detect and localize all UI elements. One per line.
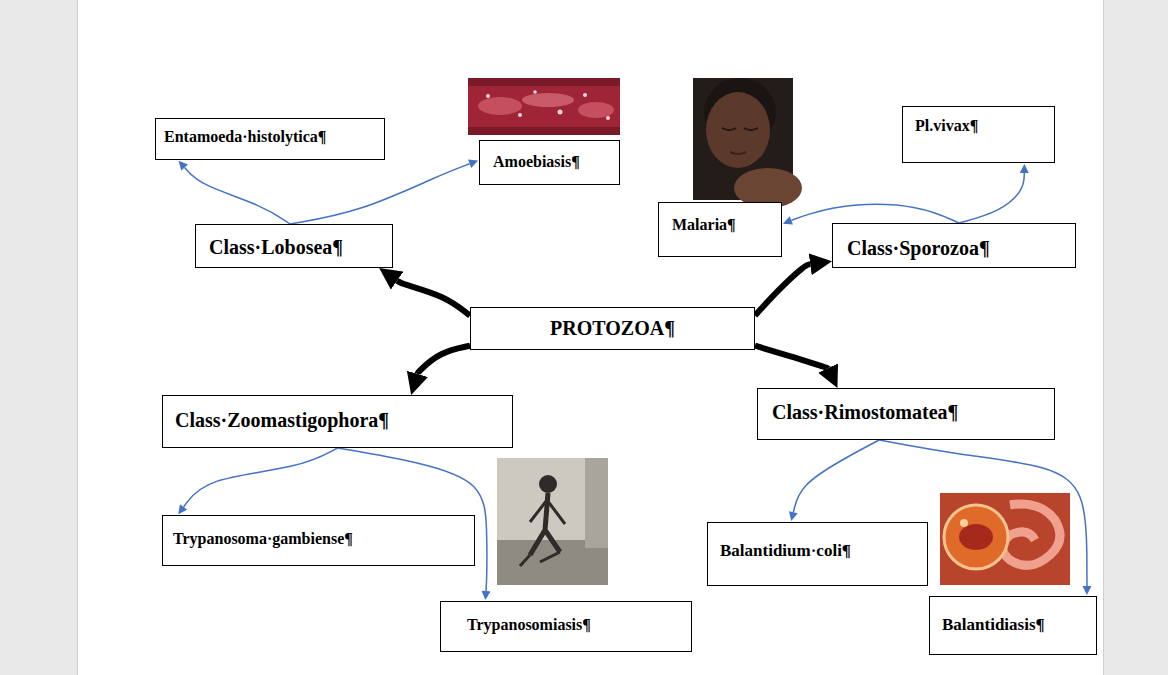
node-label: PROTOZOA¶ bbox=[550, 317, 675, 340]
species-box: Trypanosoma·gambiense¶ bbox=[162, 515, 475, 566]
mouth bbox=[730, 152, 746, 154]
node-label: Balantidium·coli¶ bbox=[720, 541, 851, 561]
class-box: Class·Sporozoa¶ bbox=[832, 223, 1076, 268]
node-label: Balantidiasis¶ bbox=[942, 615, 1045, 635]
page-edge bbox=[77, 0, 78, 675]
branch-arrow bbox=[397, 281, 470, 316]
branch-arrow bbox=[417, 346, 470, 374]
photo-ground bbox=[497, 458, 608, 585]
link-arrow bbox=[184, 448, 338, 507]
link-arrow bbox=[793, 440, 879, 512]
photo-ground bbox=[468, 78, 620, 135]
figure-arm bbox=[530, 500, 565, 524]
figure-head bbox=[539, 475, 557, 493]
disease-box: Malaria¶ bbox=[658, 202, 782, 257]
node-label: Trypanosomiasis¶ bbox=[467, 616, 591, 634]
parasite-vacuole bbox=[960, 519, 968, 527]
node-label: Class·Zoomastigophora¶ bbox=[175, 409, 389, 432]
node-label: Class·Sporozoa¶ bbox=[847, 237, 990, 260]
disease-box: Balantidiasis¶ bbox=[929, 596, 1097, 655]
mucosa-fold bbox=[578, 102, 614, 118]
intestine-photo bbox=[468, 78, 620, 135]
parasite-cell bbox=[944, 505, 1008, 569]
ulcer-spot bbox=[558, 110, 563, 115]
node-label: Class·Rimostomatea¶ bbox=[772, 401, 958, 424]
photo-edge bbox=[468, 127, 620, 135]
class-box: Class·Zoomastigophora¶ bbox=[162, 395, 513, 448]
disease-box: Amoebiasis¶ bbox=[479, 140, 620, 185]
ulcer-spot bbox=[518, 113, 522, 117]
branch-arrow bbox=[755, 346, 828, 368]
root-box: PROTOZOA¶ bbox=[470, 307, 755, 350]
sleeping-sickness-photo bbox=[497, 458, 608, 585]
illustration-ground bbox=[940, 493, 1070, 585]
photo-edge bbox=[468, 78, 620, 86]
species-box: Entamoeda·histolytica¶ bbox=[155, 118, 385, 160]
node-label: Amoebiasis¶ bbox=[493, 153, 580, 171]
mucosa-fold bbox=[478, 97, 522, 115]
child-face bbox=[706, 92, 770, 168]
balantidium-illustration bbox=[940, 493, 1070, 585]
closed-eye bbox=[722, 128, 736, 130]
parasite-nucleus bbox=[959, 524, 993, 550]
link-arrow bbox=[791, 204, 959, 223]
mucosa-fold bbox=[522, 93, 574, 107]
class-box: Class·Rimostomatea¶ bbox=[757, 388, 1055, 440]
node-label: Malaria¶ bbox=[672, 216, 736, 234]
page-edge bbox=[1103, 0, 1104, 675]
branch-arrow bbox=[755, 264, 810, 315]
ulcer-spot bbox=[583, 93, 587, 97]
node-label: Trypanosoma·gambiense¶ bbox=[173, 530, 353, 548]
link-arrow bbox=[959, 173, 1024, 223]
node-label: Pl.vivax¶ bbox=[915, 117, 978, 135]
class-box: Class·Lobosea¶ bbox=[195, 224, 393, 268]
ulcer-spot bbox=[606, 116, 610, 120]
disease-box: Trypanosomiasis¶ bbox=[440, 601, 692, 652]
link-arrow bbox=[290, 164, 470, 224]
child-photo bbox=[693, 78, 802, 208]
intestine-loop bbox=[1003, 504, 1060, 565]
photo-wall bbox=[585, 458, 608, 548]
node-label: Class·Lobosea¶ bbox=[209, 236, 343, 259]
figure-leg bbox=[520, 552, 560, 566]
node-label: Entamoeda·histolytica¶ bbox=[164, 128, 326, 146]
ulcer-spot bbox=[486, 94, 490, 98]
closed-eye bbox=[744, 128, 758, 130]
document-page bbox=[78, 0, 1103, 675]
species-box: Pl.vivax¶ bbox=[902, 106, 1055, 163]
link-arrow bbox=[185, 168, 290, 224]
species-box: Balantidium·coli¶ bbox=[707, 522, 928, 586]
ulcer-spot bbox=[533, 90, 537, 94]
